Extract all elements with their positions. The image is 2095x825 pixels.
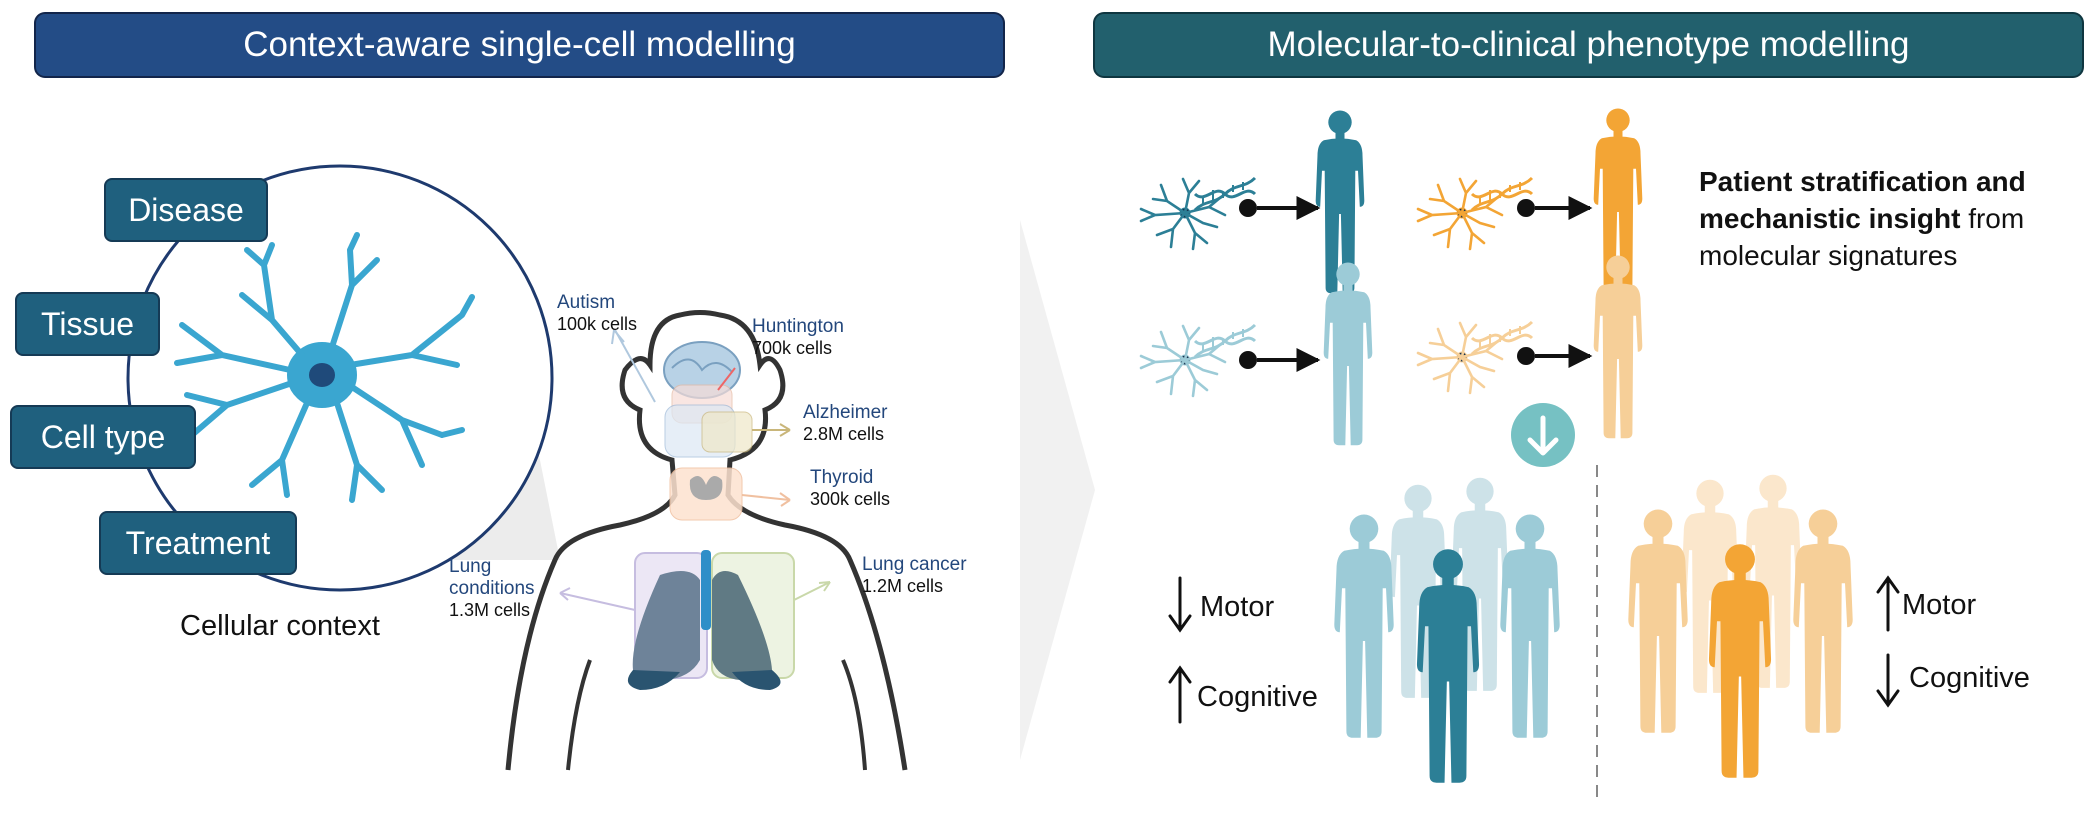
neuron-icon bbox=[1139, 177, 1227, 251]
down-arrow-icon bbox=[1511, 403, 1575, 467]
cognitive-up-arrow-icon bbox=[1168, 665, 1192, 724]
organ-label-huntington: Huntington 700k cells bbox=[752, 316, 844, 358]
left-cognitive-label: Cognitive bbox=[1197, 681, 1318, 713]
context-label-cell-type: Cell type bbox=[10, 405, 196, 469]
cognitive-down-arrow-icon bbox=[1876, 653, 1900, 708]
organ-label-autism: Autism 100k cells bbox=[557, 292, 638, 334]
motor-up-arrow-icon bbox=[1876, 575, 1900, 632]
orange-patient-group bbox=[1628, 474, 1853, 778]
organ-label-lung-conditions: Lung conditions 1.3M cells bbox=[449, 556, 535, 620]
motor-down-arrow-icon bbox=[1168, 576, 1192, 633]
cellular-context-caption: Cellular context bbox=[180, 610, 380, 642]
organ-label-thyroid: Thyroid 300k cells bbox=[810, 467, 891, 509]
neuron-icon bbox=[1416, 321, 1504, 395]
context-label-disease: Disease bbox=[104, 178, 268, 242]
right-motor-label: Motor bbox=[1902, 589, 1977, 621]
person-icon bbox=[1593, 255, 1643, 439]
neuron-icon bbox=[1139, 324, 1227, 398]
human-torso-icon bbox=[505, 310, 908, 771]
right-section-header: Molecular-to-clinical phenotype modellin… bbox=[1095, 14, 2082, 76]
neuron-icon bbox=[1416, 177, 1504, 251]
context-label-tissue: Tissue bbox=[15, 292, 160, 356]
stratification-text: Patient stratification and mechanistic i… bbox=[1699, 166, 2026, 271]
organ-label-alzheimer: Alzheimer 2.8M cells bbox=[803, 402, 888, 444]
left-motor-label: Motor bbox=[1200, 591, 1275, 623]
organ-label-lung-cancer: Lung cancer 1.2M cells bbox=[862, 554, 967, 596]
context-label-treatment: Treatment bbox=[99, 511, 297, 575]
left-section-header: Context-aware single-cell modelling bbox=[36, 14, 1003, 76]
teal-patient-group bbox=[1334, 477, 1560, 783]
right-cognitive-label: Cognitive bbox=[1909, 662, 2030, 694]
neuron-icon bbox=[174, 232, 475, 503]
zoom-wedge-right bbox=[1020, 220, 1095, 760]
